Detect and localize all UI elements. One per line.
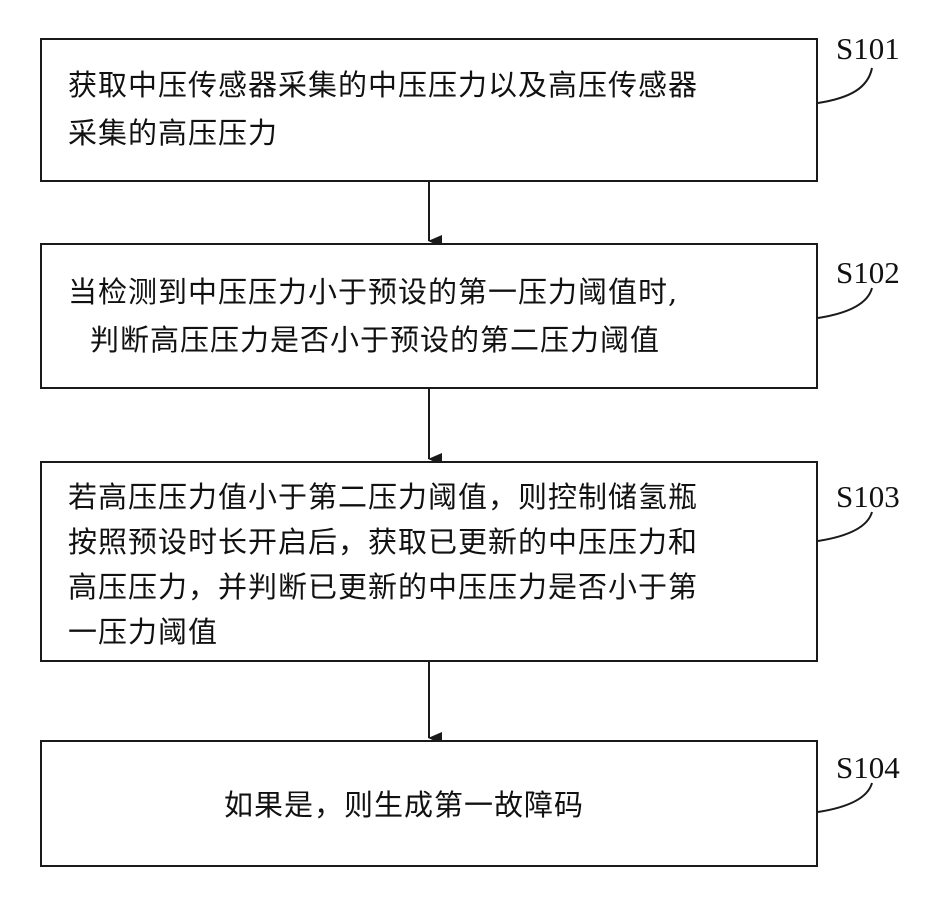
step-box-s101: 获取中压传感器采集的中压压力以及高压传感器 采集的高压压力	[40, 38, 818, 182]
step-s102-line-1: 当检测到中压压力小于预设的第一压力阈值时,	[68, 269, 678, 315]
step-label-s103: S103	[836, 480, 900, 514]
step-s101-line-2: 采集的高压压力	[68, 110, 278, 156]
step-s103-line-1: 若高压压力值小于第二压力阈值，则控制储氢瓶	[68, 474, 698, 520]
step-box-s103: 若高压压力值小于第二压力阈值，则控制储氢瓶 按照预设时长开启后，获取已更新的中压…	[40, 461, 818, 662]
leader-line-s101	[818, 68, 872, 103]
leader-line-s103	[818, 512, 872, 541]
step-s103-line-2: 按照预设时长开启后，获取已更新的中压压力和	[68, 519, 698, 565]
step-s104-line-1: 如果是，则生成第一故障码	[224, 782, 584, 828]
step-s103-line-3: 高压压力，并判断已更新的中压压力是否小于第	[68, 564, 698, 610]
leader-line-s104	[818, 783, 872, 812]
step-label-s102: S102	[836, 256, 900, 290]
step-s103-line-4: 一压力阈值	[68, 609, 218, 655]
step-box-s104: 如果是，则生成第一故障码	[40, 740, 818, 867]
step-box-s102: 当检测到中压压力小于预设的第一压力阈值时, 判断高压压力是否小于预设的第二压力阈…	[40, 243, 818, 389]
leader-line-s102	[818, 288, 872, 318]
step-s101-line-1: 获取中压传感器采集的中压压力以及高压传感器	[68, 62, 698, 108]
step-label-s104: S104	[836, 751, 900, 785]
step-label-s101: S101	[836, 32, 900, 66]
step-s102-line-2: 判断高压压力是否小于预设的第二压力阈值	[90, 317, 660, 363]
